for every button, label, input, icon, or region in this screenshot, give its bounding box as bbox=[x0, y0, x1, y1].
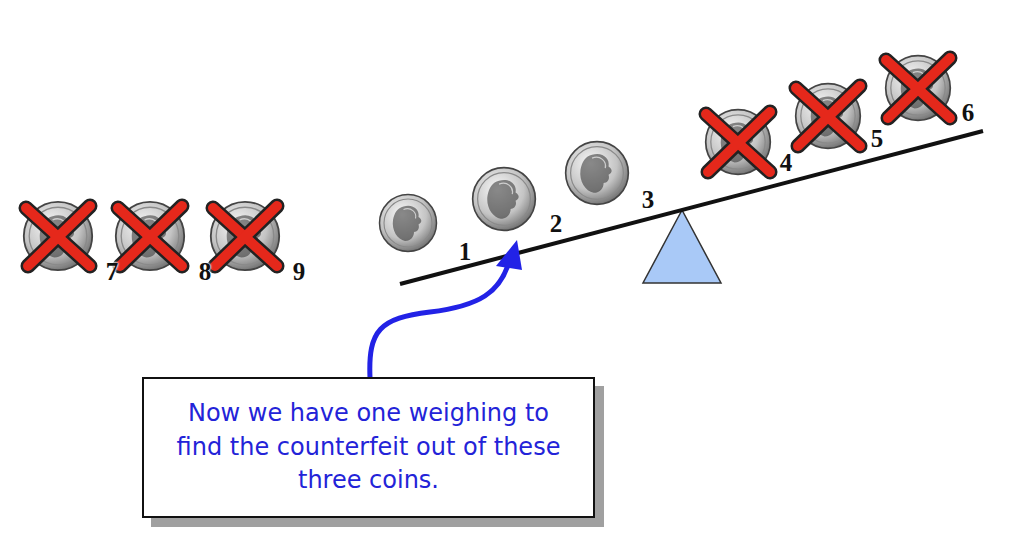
note-text: Now we have one weighing to find the cou… bbox=[162, 397, 575, 498]
arrow-head bbox=[496, 240, 522, 270]
callout-number: 7 bbox=[106, 258, 119, 286]
coin bbox=[211, 202, 279, 270]
callout-number: 5 bbox=[871, 125, 884, 153]
callout-number: 1 bbox=[459, 238, 472, 266]
coin bbox=[566, 142, 629, 205]
coin bbox=[796, 84, 861, 149]
callout-number: 6 bbox=[962, 99, 975, 127]
pointer-arrow bbox=[370, 262, 509, 378]
callout-number: 9 bbox=[293, 258, 306, 286]
callout-number: 8 bbox=[199, 258, 212, 286]
callout-number: 2 bbox=[550, 210, 563, 238]
callout-number: 3 bbox=[642, 186, 655, 214]
callout-number: 4 bbox=[780, 149, 793, 177]
coin bbox=[473, 168, 536, 231]
beam bbox=[400, 131, 983, 284]
coin bbox=[706, 110, 771, 175]
coin bbox=[886, 56, 951, 121]
fulcrum bbox=[643, 210, 721, 283]
note-box: Now we have one weighing to find the cou… bbox=[142, 377, 595, 518]
coin bbox=[380, 195, 437, 252]
coin bbox=[116, 202, 184, 270]
coin bbox=[24, 202, 92, 270]
